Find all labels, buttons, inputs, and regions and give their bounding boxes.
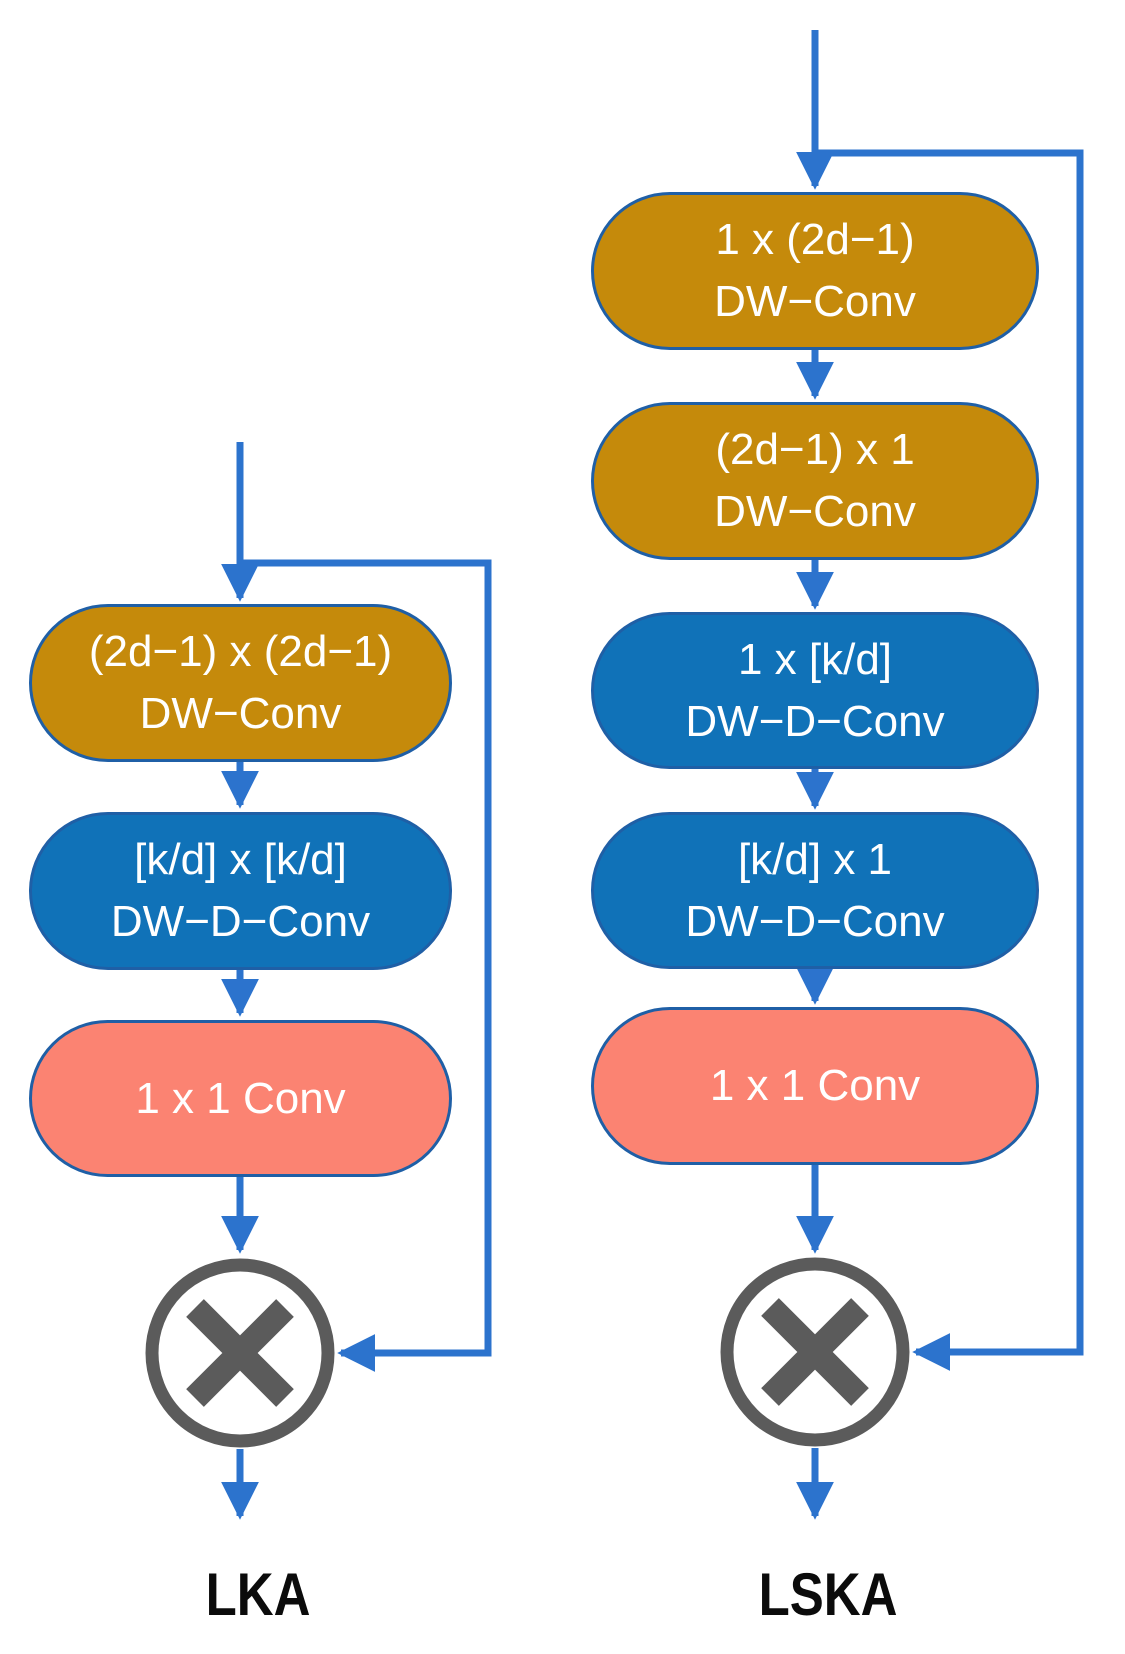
- block-label-line: 1 x (2d−1): [715, 215, 915, 264]
- block-label-line: [k/d] x 1: [737, 834, 893, 884]
- block-label-line: [k/d] x [k/d]: [134, 835, 347, 884]
- lska-skip-connection: [815, 149, 1084, 1371]
- lka-dw-conv-block: (2d−1) x (2d−1) DW−Conv: [29, 604, 452, 762]
- block-label-line: (2d−1) x (2d−1): [88, 627, 393, 676]
- block-label-line: DW−Conv: [714, 487, 916, 536]
- block-label-line: 1 x [k/d]: [737, 634, 893, 684]
- lka-dw-d-conv-block: [k/d] x [k/d] DW−D−Conv: [29, 812, 452, 970]
- lka-1x1-conv-block: 1 x 1 Conv: [29, 1020, 452, 1177]
- lska-title: LSKA: [758, 1561, 898, 1628]
- block-label-line: DW−D−Conv: [685, 696, 945, 746]
- lska-dw-conv-v-block: (2d−1) x 1 DW−Conv: [591, 402, 1039, 560]
- block-label-line: DW−D−Conv: [685, 896, 945, 946]
- multiply-icon: [145, 1258, 335, 1448]
- multiply-icon: [720, 1257, 910, 1447]
- lska-1x1-conv-block: 1 x 1 Conv: [591, 1007, 1039, 1165]
- lska-dw-d-conv-h-block: 1 x [k/d] DW−D−Conv: [591, 612, 1039, 769]
- block-label-line: DW−D−Conv: [110, 897, 371, 946]
- block-label-line: DW−Conv: [139, 689, 342, 738]
- block-label-line: 1 x 1 Conv: [709, 1061, 921, 1110]
- lka-title: LKA: [205, 1561, 311, 1628]
- block-label-line: DW−Conv: [714, 277, 916, 326]
- block-label-line: (2d−1) x 1: [715, 425, 915, 474]
- lka-skip-connection: [240, 559, 492, 1372]
- lska-dw-conv-h-block: 1 x (2d−1) DW−Conv: [591, 192, 1039, 350]
- block-label-line: 1 x 1 Conv: [135, 1073, 346, 1123]
- lska-dw-d-conv-v-block: [k/d] x 1 DW−D−Conv: [591, 812, 1039, 969]
